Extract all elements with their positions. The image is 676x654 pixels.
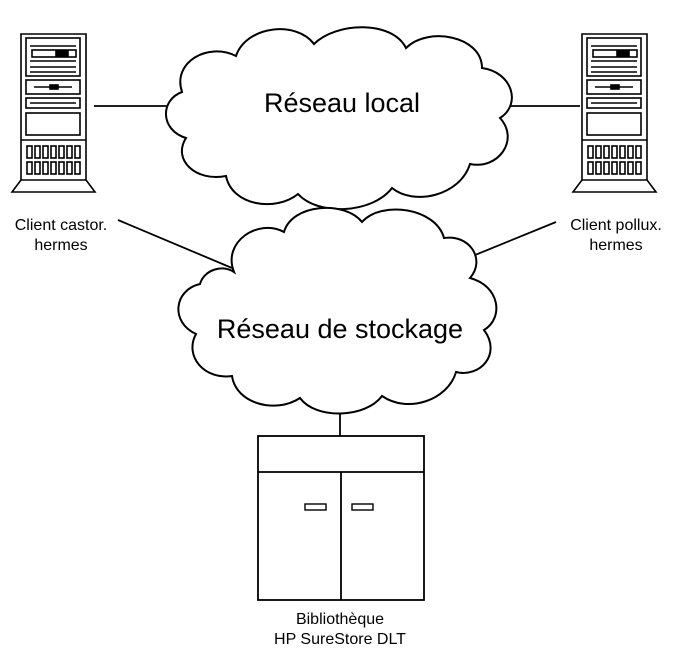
client-left-name: Client castor. [14,217,108,234]
tape-library-icon [257,435,425,601]
client-right-label: Client pollux. hermes [556,216,676,256]
client-right-name: Client pollux. [570,217,662,234]
library-label: Bibliothèque HP SureStore DLT [220,610,460,650]
cloud-storage-network [177,206,498,415]
library-model: HP SureStore DLT [274,631,406,648]
library-name: Bibliothèque [295,611,385,628]
client-left-label: Client castor. hermes [0,216,122,256]
server-left-icon [10,33,97,193]
cloud-label-local: Réseau local [263,88,421,118]
server-right-icon [571,33,658,193]
link-left-client-to-storage [117,219,233,269]
cloud-local-network [165,26,513,211]
client-left-domain: hermes [34,237,88,254]
cloud-label-storage: Réseau de stockage [216,314,464,344]
client-right-domain: hermes [589,237,643,254]
